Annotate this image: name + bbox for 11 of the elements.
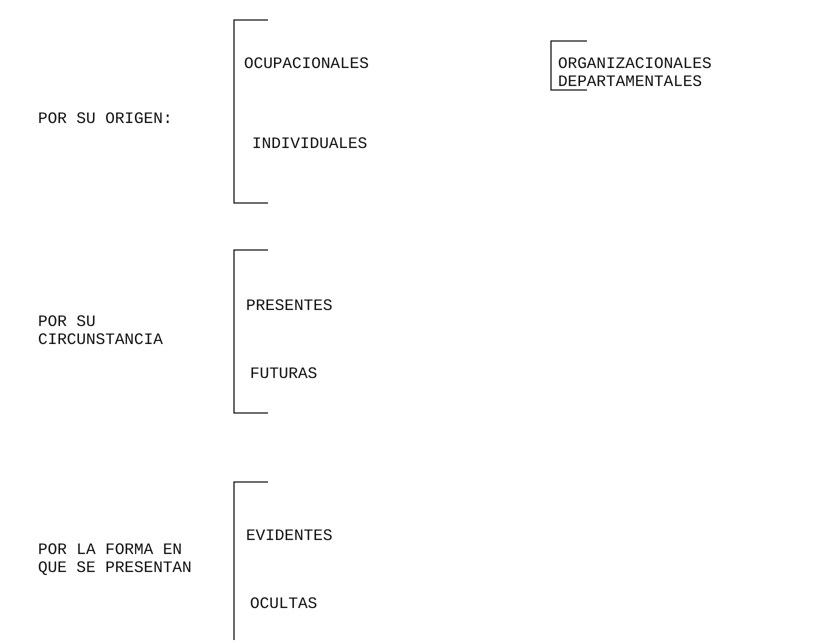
category-label: DEPARTAMENTALES (558, 73, 702, 91)
category-label: PRESENTES (246, 297, 332, 315)
category-label: EVIDENTES (246, 527, 332, 545)
category-label: POR SU ORIGEN: (38, 110, 172, 128)
category-label: OCUPACIONALES (244, 55, 369, 73)
category-label: POR SU CIRCUNSTANCIA (38, 313, 164, 349)
category-label: INDIVIDUALES (252, 135, 368, 153)
category-label: OCULTAS (250, 595, 318, 613)
category-label: POR LA FORMA EN QUE SE PRESENTAN (38, 541, 193, 577)
category-label: ORGANIZACIONALES (558, 55, 712, 73)
category-label: FUTURAS (250, 365, 318, 383)
